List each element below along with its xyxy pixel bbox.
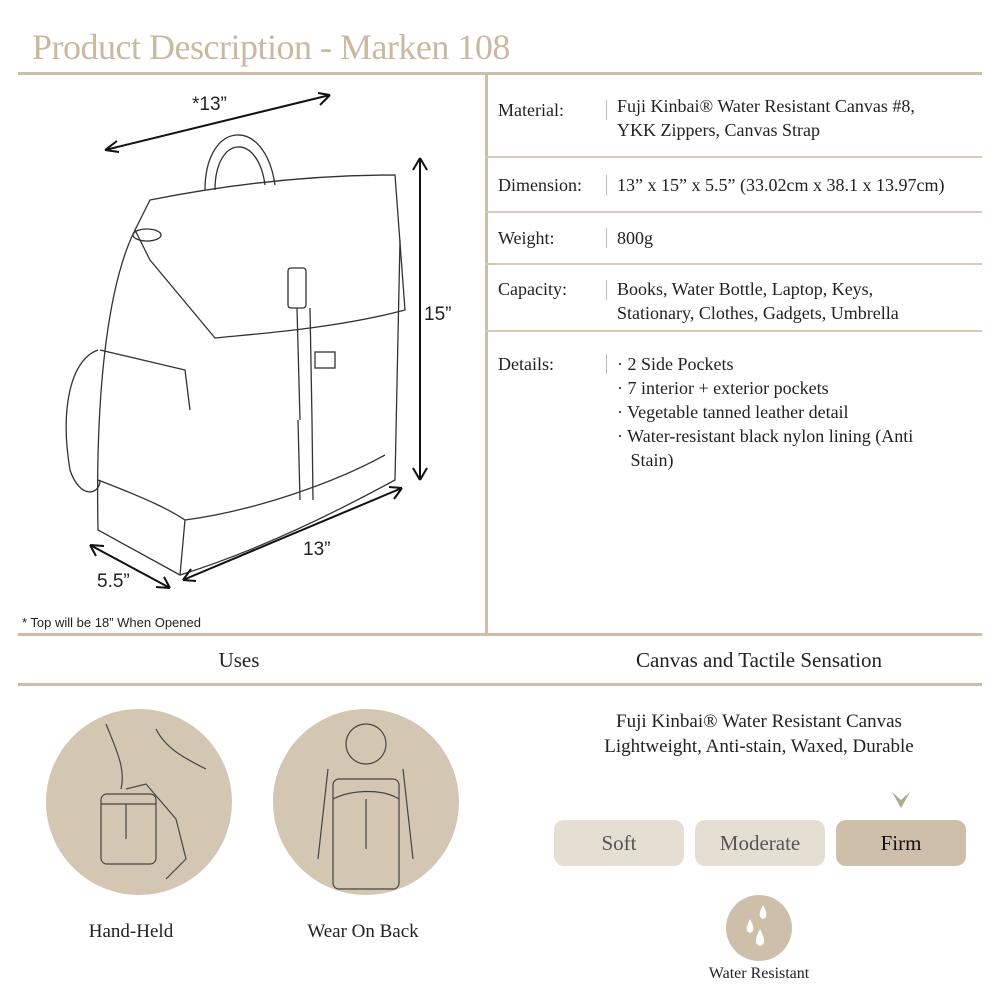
separator: [606, 280, 607, 300]
spec-value: · 2 Side Pockets· 7 interior + exterior …: [617, 354, 914, 470]
footnote: * Top will be 18” When Opened: [22, 615, 201, 630]
backpack-illustration: [65, 134, 406, 576]
water-resistant-label: Water Resistant: [708, 965, 810, 982]
separator: [606, 228, 607, 248]
selected-indicator-chevron-icon: [892, 792, 910, 808]
separator: [606, 100, 607, 120]
canvas-properties: Lightweight, Anti-stain, Waxed, Durable: [604, 736, 914, 757]
spec-label: Material:: [498, 100, 564, 120]
spec-label: Weight:: [498, 228, 555, 248]
scale-soft: Soft: [554, 820, 684, 866]
spec-value: 13” x 15” x 5.5” (33.02cm x 38.1 x 13.97…: [617, 175, 945, 195]
height-label: 15”: [424, 304, 452, 325]
canvas-heading: Canvas and Tactile Sensation: [635, 648, 882, 672]
use-label: Hand-Held: [88, 921, 174, 942]
spec-label: Details:: [498, 354, 554, 374]
divider: [486, 211, 982, 213]
hand-held-illustration: [46, 709, 232, 895]
divider: [18, 72, 982, 75]
divider: [18, 683, 982, 686]
water-drops-icon: [726, 895, 792, 961]
wear-on-back-illustration: [273, 709, 459, 895]
divider: [486, 263, 982, 265]
spec-value: 800g: [617, 228, 653, 248]
page-title: Product Description - Marken 108: [32, 27, 510, 67]
spec-value: Fuji Kinbai® Water Resistant Canvas #8,Y…: [617, 96, 915, 140]
dimension-arrows: [89, 92, 428, 589]
scale-moderate: Moderate: [695, 820, 825, 866]
divider: [18, 633, 982, 636]
divider: [485, 74, 488, 634]
backpack-diagram: [65, 92, 428, 589]
spec-label: Dimension:: [498, 175, 582, 195]
divider: [486, 156, 982, 158]
spec-label: Capacity:: [498, 279, 567, 299]
uses-heading: Uses: [218, 648, 260, 672]
divider: [486, 330, 982, 332]
spec-value: Books, Water Bottle, Laptop, Keys,Statio…: [617, 279, 899, 323]
bottom-width-label: 13”: [303, 539, 331, 560]
top-width-label: *13”: [192, 94, 227, 115]
canvas-name: Fuji Kinbai® Water Resistant Canvas: [616, 711, 902, 732]
separator: [606, 175, 607, 195]
scale-firm: Firm: [836, 820, 966, 866]
depth-label: 5.5”: [97, 571, 130, 592]
use-label: Wear On Back: [307, 921, 419, 942]
separator: [606, 354, 607, 374]
